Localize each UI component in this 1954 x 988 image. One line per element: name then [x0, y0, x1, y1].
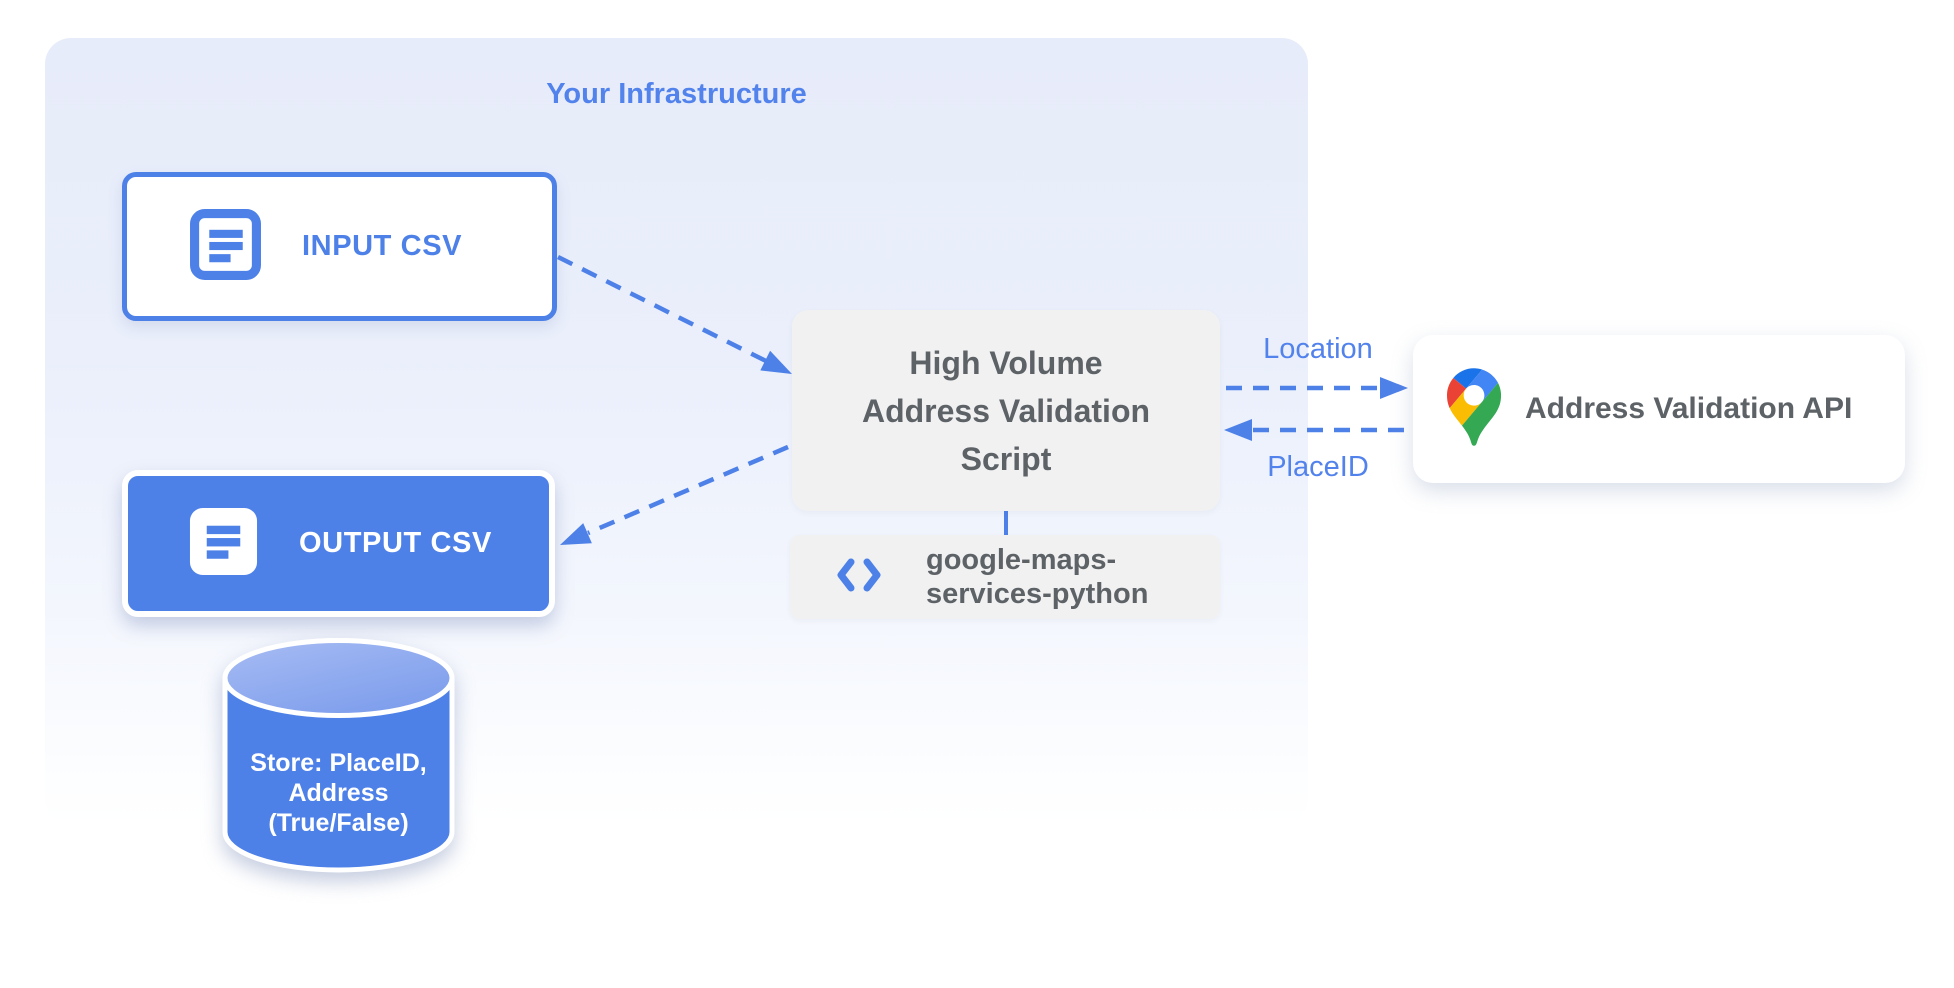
input-csv-label: INPUT CSV [302, 230, 463, 262]
script-title-line2: Address Validation [861, 392, 1151, 429]
output-csv-label: OUTPUT CSV [299, 527, 492, 559]
placeid-arrow-label: PlaceID [1267, 451, 1369, 483]
script-title-line1: High Volume [909, 344, 1103, 381]
location-arrow-label: Location [1263, 333, 1373, 365]
database-cylinder-icon [222, 638, 455, 873]
datastore-label-line2: Address [288, 779, 389, 807]
datastore-label: Store: PlaceID, Address (True/False) [220, 748, 457, 838]
address-validation-api-node: Address Validation API [1413, 335, 1905, 483]
document-icon [189, 208, 262, 286]
library-name-line2: services-python [926, 578, 1149, 610]
datastore-label-line3: (True/False) [268, 809, 409, 837]
output-csv-node: OUTPUT CSV [122, 470, 555, 617]
validation-script-node: High Volume Address Validation Script [792, 310, 1220, 511]
code-icon [834, 557, 884, 598]
datastore-cylinder: Store: PlaceID, Address (True/False) [220, 636, 457, 878]
datastore-label-line1: Store: PlaceID, [250, 749, 427, 777]
script-title-line3: Script [960, 440, 1052, 477]
document-icon [188, 506, 259, 582]
library-name: google-maps- services-python [926, 543, 1148, 611]
library-name-line1: google-maps- [926, 544, 1117, 576]
library-node: google-maps- services-python [790, 535, 1220, 619]
google-maps-pin-icon [1447, 367, 1502, 451]
input-csv-node: INPUT CSV [122, 172, 557, 321]
infrastructure-title: Your Infrastructure [546, 78, 807, 110]
address-validation-api-label: Address Validation API [1525, 392, 1853, 425]
